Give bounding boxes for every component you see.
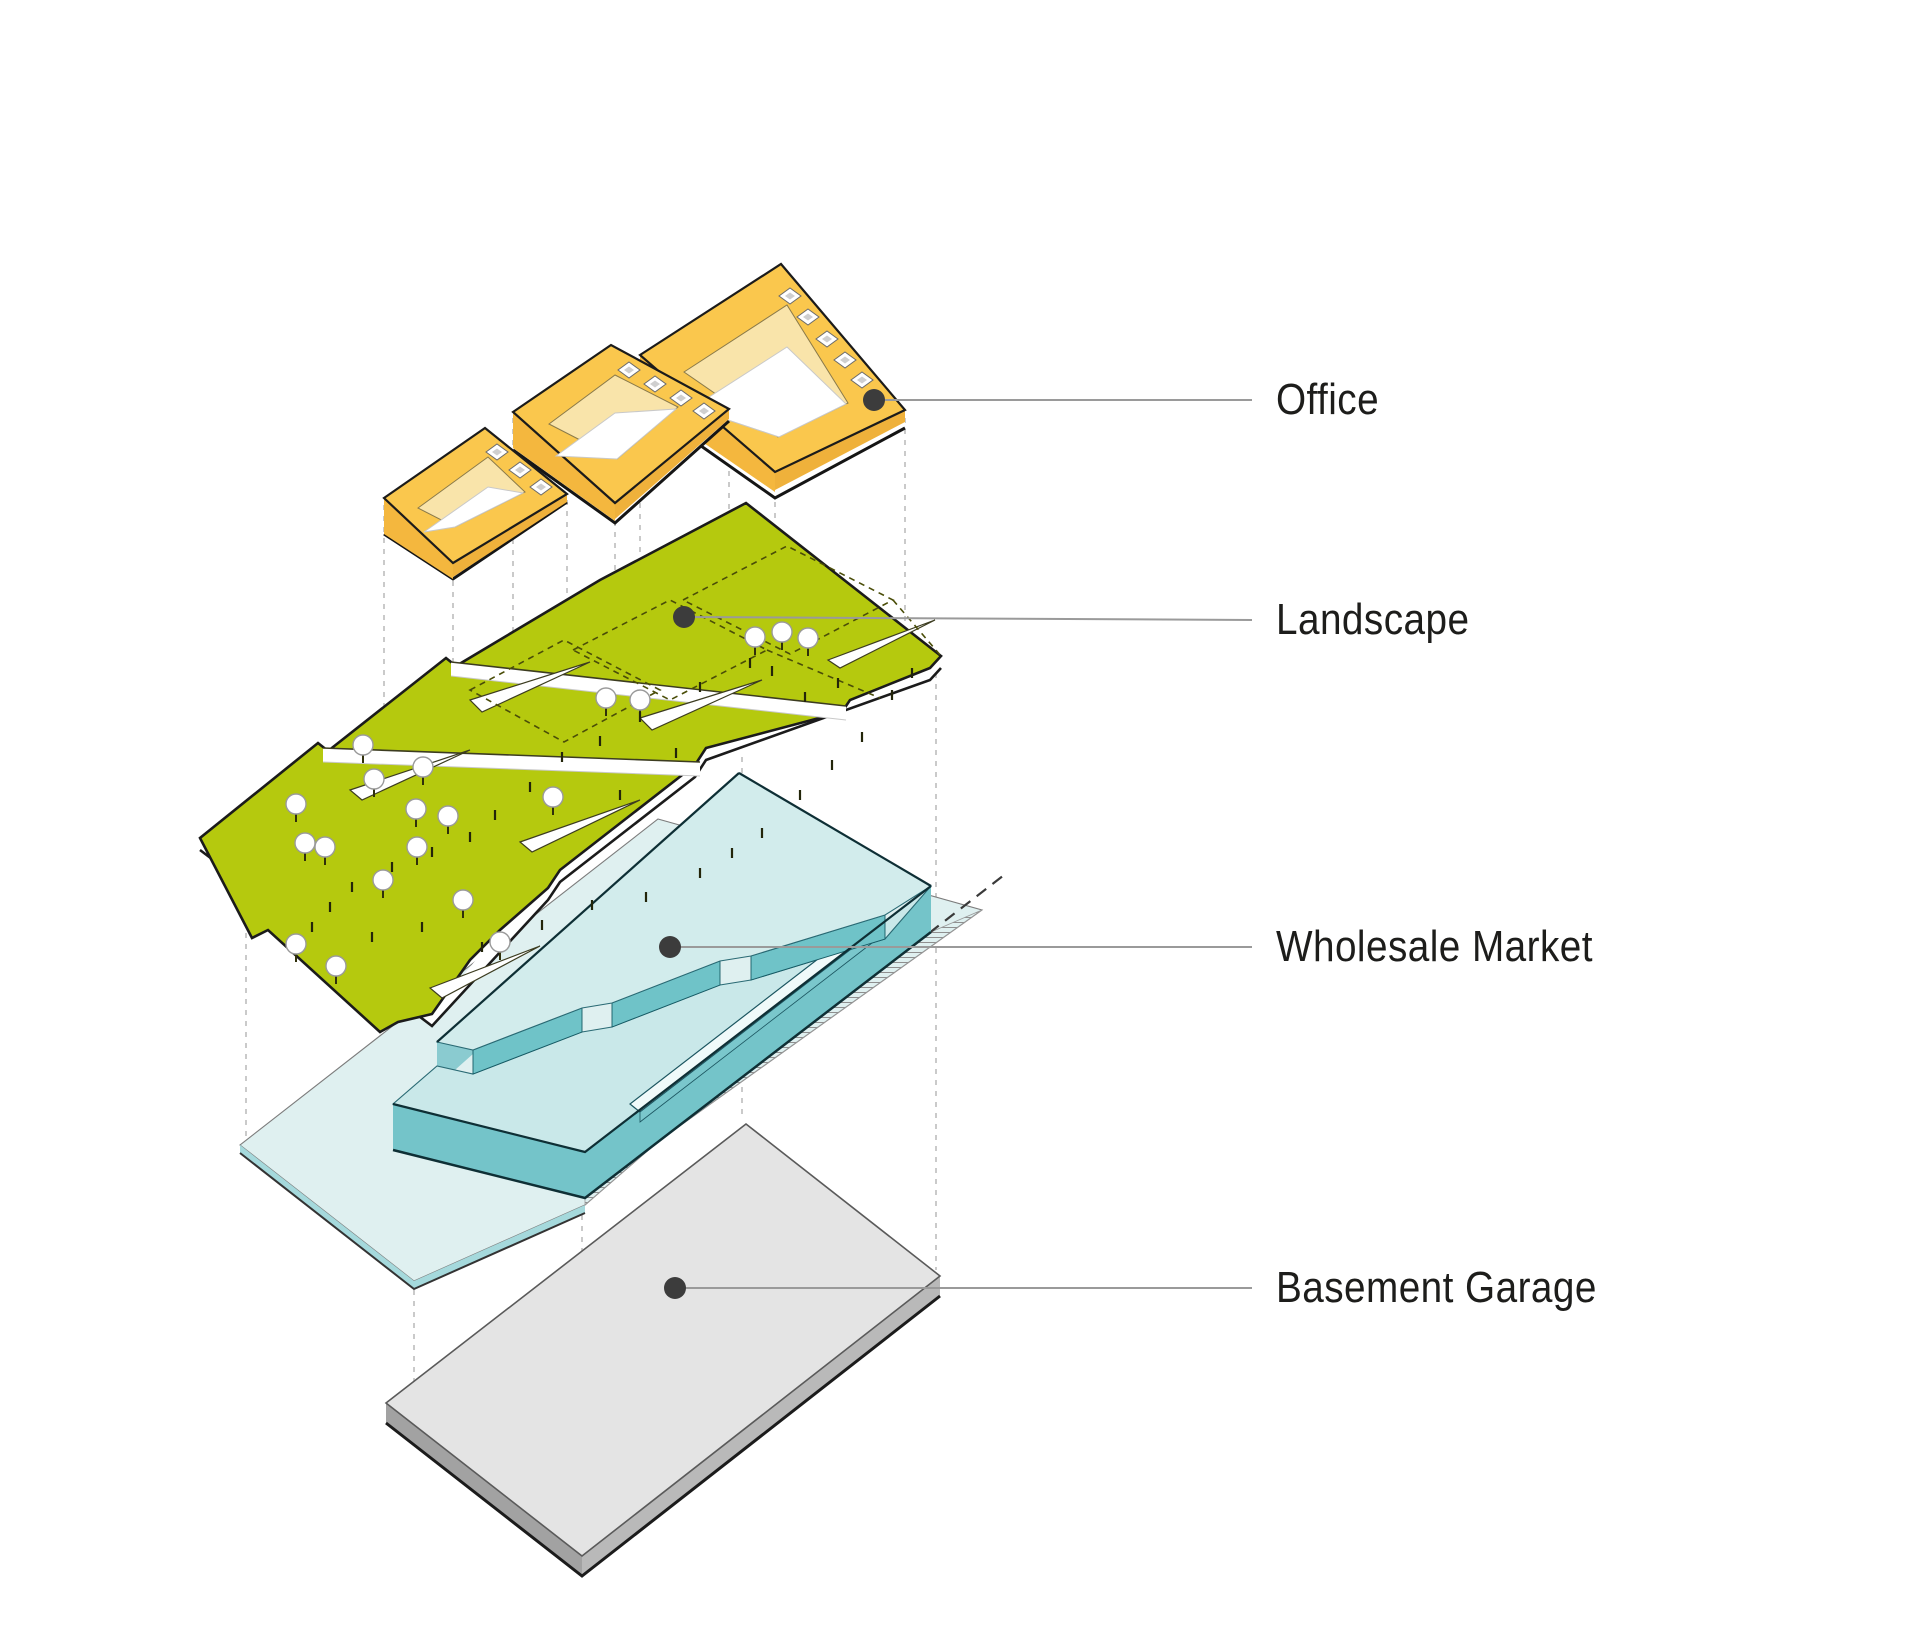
wholesale-leader-dot <box>659 936 681 958</box>
label-basement-garage: Basement Garage <box>1276 1263 1597 1312</box>
office-building-large <box>638 262 907 500</box>
leader-dots <box>659 389 885 1299</box>
office-building-middle <box>511 343 731 525</box>
basement-leader-dot <box>664 1277 686 1299</box>
landscape-leader-dot <box>673 606 695 628</box>
wholesale-market-layer <box>239 772 1009 1291</box>
office-leader-dot <box>863 389 885 411</box>
landscape-layer <box>198 501 943 1034</box>
office-layer <box>382 262 907 581</box>
footprint-dashed-outlines <box>468 545 942 743</box>
leader-lines <box>670 399 1253 1289</box>
label-wholesale-market: Wholesale Market <box>1276 922 1593 971</box>
market-high-terrace <box>435 772 933 1051</box>
basement-garage-layer <box>384 1122 942 1578</box>
office-building-small <box>382 426 569 581</box>
ramp-slits <box>348 619 936 999</box>
apron-hatch-band <box>584 909 983 1206</box>
label-office: Office <box>1276 375 1380 424</box>
label-landscape: Landscape <box>1276 595 1470 644</box>
